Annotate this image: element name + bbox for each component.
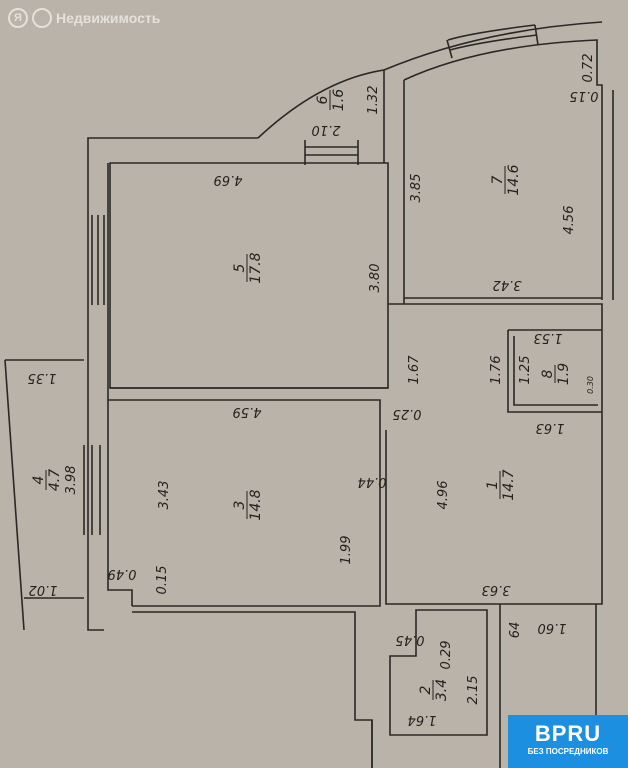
svg-text:3.4: 3.4: [434, 679, 450, 701]
badge-title: BPRU: [534, 721, 602, 746]
dim: 1.60: [538, 620, 567, 635]
dim: 0.72: [581, 54, 596, 83]
circle-logo-icon: [32, 8, 52, 28]
dim: 4.69: [214, 172, 243, 187]
svg-text:7: 7: [490, 175, 506, 184]
dimension-labels: 1.32 2.10 4.69 3.80 3.85 4.56 0.72 0.15 …: [28, 54, 599, 727]
dim: 3.63: [482, 582, 511, 597]
bpru-badge: BPRU БЕЗ ПОСРЕДНИКОВ: [508, 715, 628, 768]
room-8-label: 8 1.9: [540, 363, 572, 385]
dim: 0.15: [570, 88, 599, 103]
dim: 0.30: [586, 376, 595, 394]
dim: 1.35: [28, 370, 57, 385]
svg-text:1.9: 1.9: [556, 363, 572, 385]
dim: 4.96: [436, 481, 451, 510]
dim: 1.64: [408, 712, 437, 727]
walls: [4, 21, 614, 768]
dim: 0.49: [108, 566, 137, 581]
svg-text:2: 2: [418, 685, 434, 694]
dim: 2.15: [466, 676, 481, 705]
dim: 1.76: [489, 356, 504, 385]
room-7-label: 7 14.6: [490, 164, 522, 195]
room-4-label: 4 4.7: [31, 469, 63, 491]
svg-text:14.7: 14.7: [501, 469, 517, 500]
dim: 1.25: [518, 356, 533, 385]
watermark-text: Недвижимость: [56, 10, 161, 26]
dim: 1.63: [536, 420, 565, 435]
svg-text:14.8: 14.8: [248, 489, 264, 520]
svg-text:4: 4: [31, 476, 47, 485]
dim: 4.56: [562, 206, 577, 235]
dim: 2.10: [312, 122, 341, 137]
svg-text:1.6: 1.6: [331, 89, 347, 111]
dim: 1.32: [366, 86, 381, 115]
dim: 0.15: [155, 566, 170, 595]
svg-text:5: 5: [232, 263, 248, 272]
dim: 3.85: [409, 174, 424, 203]
yandex-realty-watermark: Я Недвижимость: [8, 8, 160, 28]
room-2-label: 2 3.4: [418, 679, 450, 701]
dim: 3.80: [368, 264, 383, 293]
dim: 3.42: [493, 277, 522, 292]
svg-text:8: 8: [540, 369, 556, 378]
room-3-label: 3 14.8: [232, 489, 264, 520]
room-1-label: 1 14.7: [485, 469, 517, 500]
room-6-label: 6 1.6: [315, 89, 347, 111]
svg-text:6: 6: [315, 95, 331, 104]
room-5-label: 5 17.8: [232, 252, 264, 283]
dim: 0.25: [393, 406, 422, 421]
badge-subtitle: БЕЗ ПОСРЕДНИКОВ: [527, 747, 609, 756]
dim: 0.45: [396, 632, 425, 647]
svg-text:14.6: 14.6: [506, 164, 522, 195]
dim: 3.98: [64, 466, 79, 495]
svg-text:3: 3: [232, 501, 248, 510]
dim: 3.43: [157, 481, 172, 510]
dim: 4.59: [233, 404, 262, 419]
dim: 1.53: [534, 330, 563, 345]
dim: 1.67: [407, 355, 422, 385]
dim: 1.99: [339, 536, 354, 565]
dim: 0.29: [439, 641, 454, 670]
dim: 64: [508, 622, 523, 639]
dim: 0.44: [358, 474, 387, 489]
svg-text:1: 1: [485, 481, 501, 490]
svg-text:4.7: 4.7: [47, 469, 63, 491]
yandex-logo-icon: Я: [8, 8, 28, 28]
dim: 1.02: [29, 582, 58, 597]
svg-text:17.8: 17.8: [248, 252, 264, 283]
